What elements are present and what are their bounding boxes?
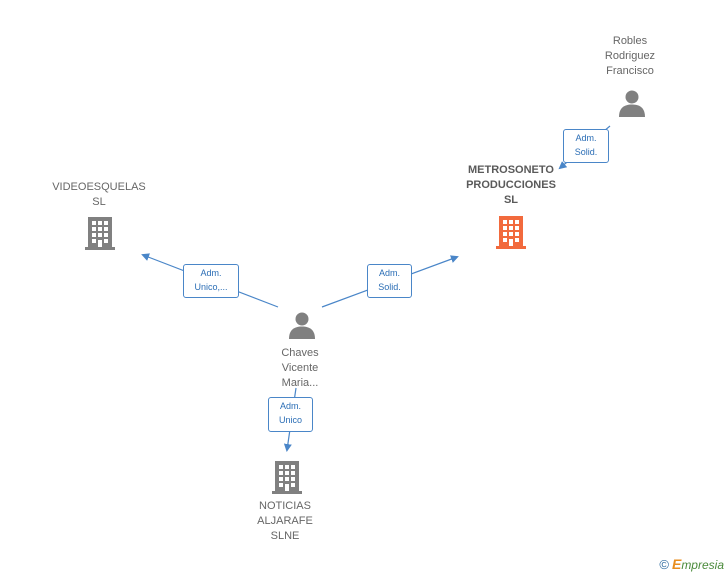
role-badge-robles-metrosoneto[interactable]: Adm. Solid.	[563, 129, 609, 163]
brand-footer: ©Empresia	[659, 556, 724, 572]
role-badge-line: Adm.	[575, 133, 597, 143]
role-badge-line: Unico	[278, 415, 302, 425]
role-badge-line: Unico,...	[194, 282, 228, 292]
person-icon[interactable]	[287, 311, 317, 339]
person-icon[interactable]	[617, 89, 647, 117]
building-icon[interactable]	[271, 459, 303, 495]
person-name-line: Chaves	[281, 347, 319, 359]
brand-logo-initial: E	[671, 556, 682, 572]
company-name-line: NOTICIAS	[259, 500, 311, 512]
company-label-noticias[interactable]: NOTICIAS ALJARAFE SLNE	[240, 499, 330, 544]
person-name-line: Robles	[612, 35, 648, 47]
person-name-line: Vicente	[281, 362, 319, 374]
person-label-chaves[interactable]: Chaves Vicente Maria...	[262, 346, 338, 391]
company-name-line: VIDEOESQUELAS	[52, 181, 146, 193]
company-name-line: SL	[92, 196, 106, 208]
company-name-line: SL	[503, 194, 519, 206]
role-badge-chaves-metrosoneto[interactable]: Adm. Solid.	[367, 264, 412, 298]
company-label-metrosoneto[interactable]: METROSONETO PRODUCCIONES SL	[446, 163, 576, 208]
building-icon[interactable]	[84, 215, 116, 251]
role-badge-line: Adm.	[378, 268, 400, 278]
brand-logo-text: mpresia	[681, 558, 724, 572]
company-name-line: ALJARAFE	[257, 515, 313, 527]
person-label-robles[interactable]: Robles Rodriguez Francisco	[592, 34, 668, 79]
role-badge-chaves-videoesquelas[interactable]: Adm. Unico,...	[183, 264, 239, 298]
company-name-line: PRODUCCIONES	[466, 179, 556, 191]
company-label-videoesquelas[interactable]: VIDEOESQUELAS SL	[40, 180, 158, 210]
person-name-line: Maria...	[281, 377, 319, 389]
copyright-icon: ©	[659, 557, 669, 572]
role-badge-chaves-noticias[interactable]: Adm. Unico	[268, 397, 313, 432]
role-badge-line: Adm.	[200, 268, 222, 278]
role-badge-line: Adm.	[279, 401, 301, 411]
person-name-line: Francisco	[606, 65, 654, 77]
building-icon[interactable]	[495, 214, 527, 250]
role-badge-line: Solid.	[574, 147, 598, 157]
person-name-line: Rodriguez	[604, 50, 656, 62]
role-badge-line: Solid.	[378, 282, 401, 292]
company-name-line: METROSONETO	[468, 164, 554, 176]
company-name-line: SLNE	[270, 530, 300, 542]
